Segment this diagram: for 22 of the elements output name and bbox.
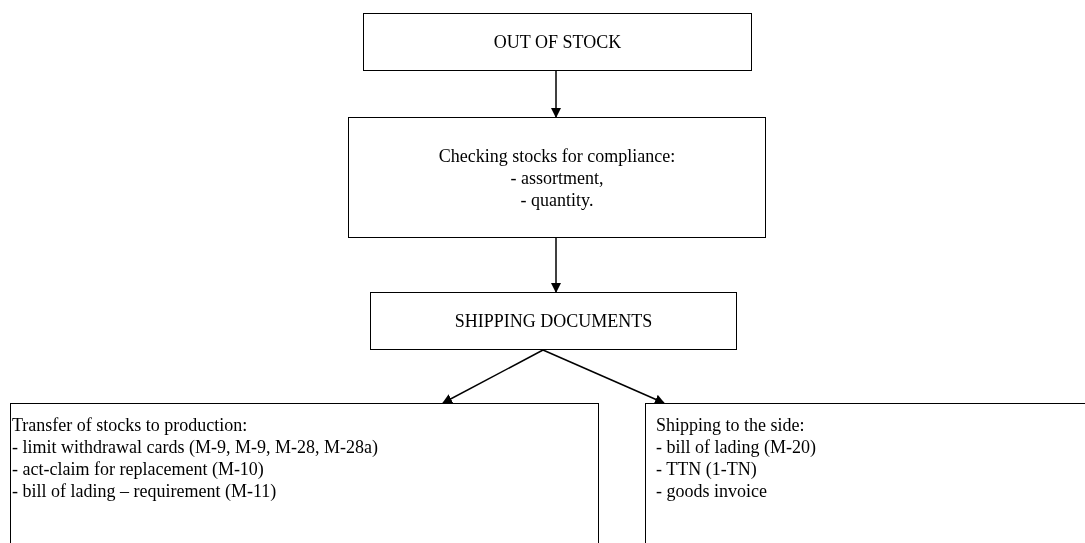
box-label: OUT OF STOCK (493, 31, 622, 53)
list-item: - assortment, (510, 166, 604, 189)
list-item: - bill of lading – requirement (M-11) (12, 480, 277, 502)
process-box (10, 403, 599, 543)
list-item: - TTN (1-TN) (656, 458, 757, 480)
box-heading: Shipping to the side: (656, 414, 805, 436)
list-item: - limit withdrawal cards (M-9, M-9, M-28, M-28a) (12, 436, 378, 458)
box-heading: Transfer of stocks to production: (12, 414, 248, 436)
process-box (363, 13, 752, 71)
process-box (348, 117, 766, 238)
box-heading: Checking stocks for compliance: (438, 144, 676, 167)
arrow (442, 349, 544, 404)
arrow (542, 349, 665, 404)
process-box (370, 292, 737, 350)
list-item: - goods invoice (656, 480, 767, 502)
list-item: - quantity. (520, 188, 594, 211)
box-label: SHIPPING DOCUMENTS (454, 310, 653, 332)
list-item: - bill of lading (M-20) (656, 436, 816, 458)
arrow (551, 70, 561, 118)
process-box (645, 403, 1085, 543)
list-item: - act-claim for replacement (M-10) (12, 458, 264, 480)
arrow (551, 237, 561, 293)
